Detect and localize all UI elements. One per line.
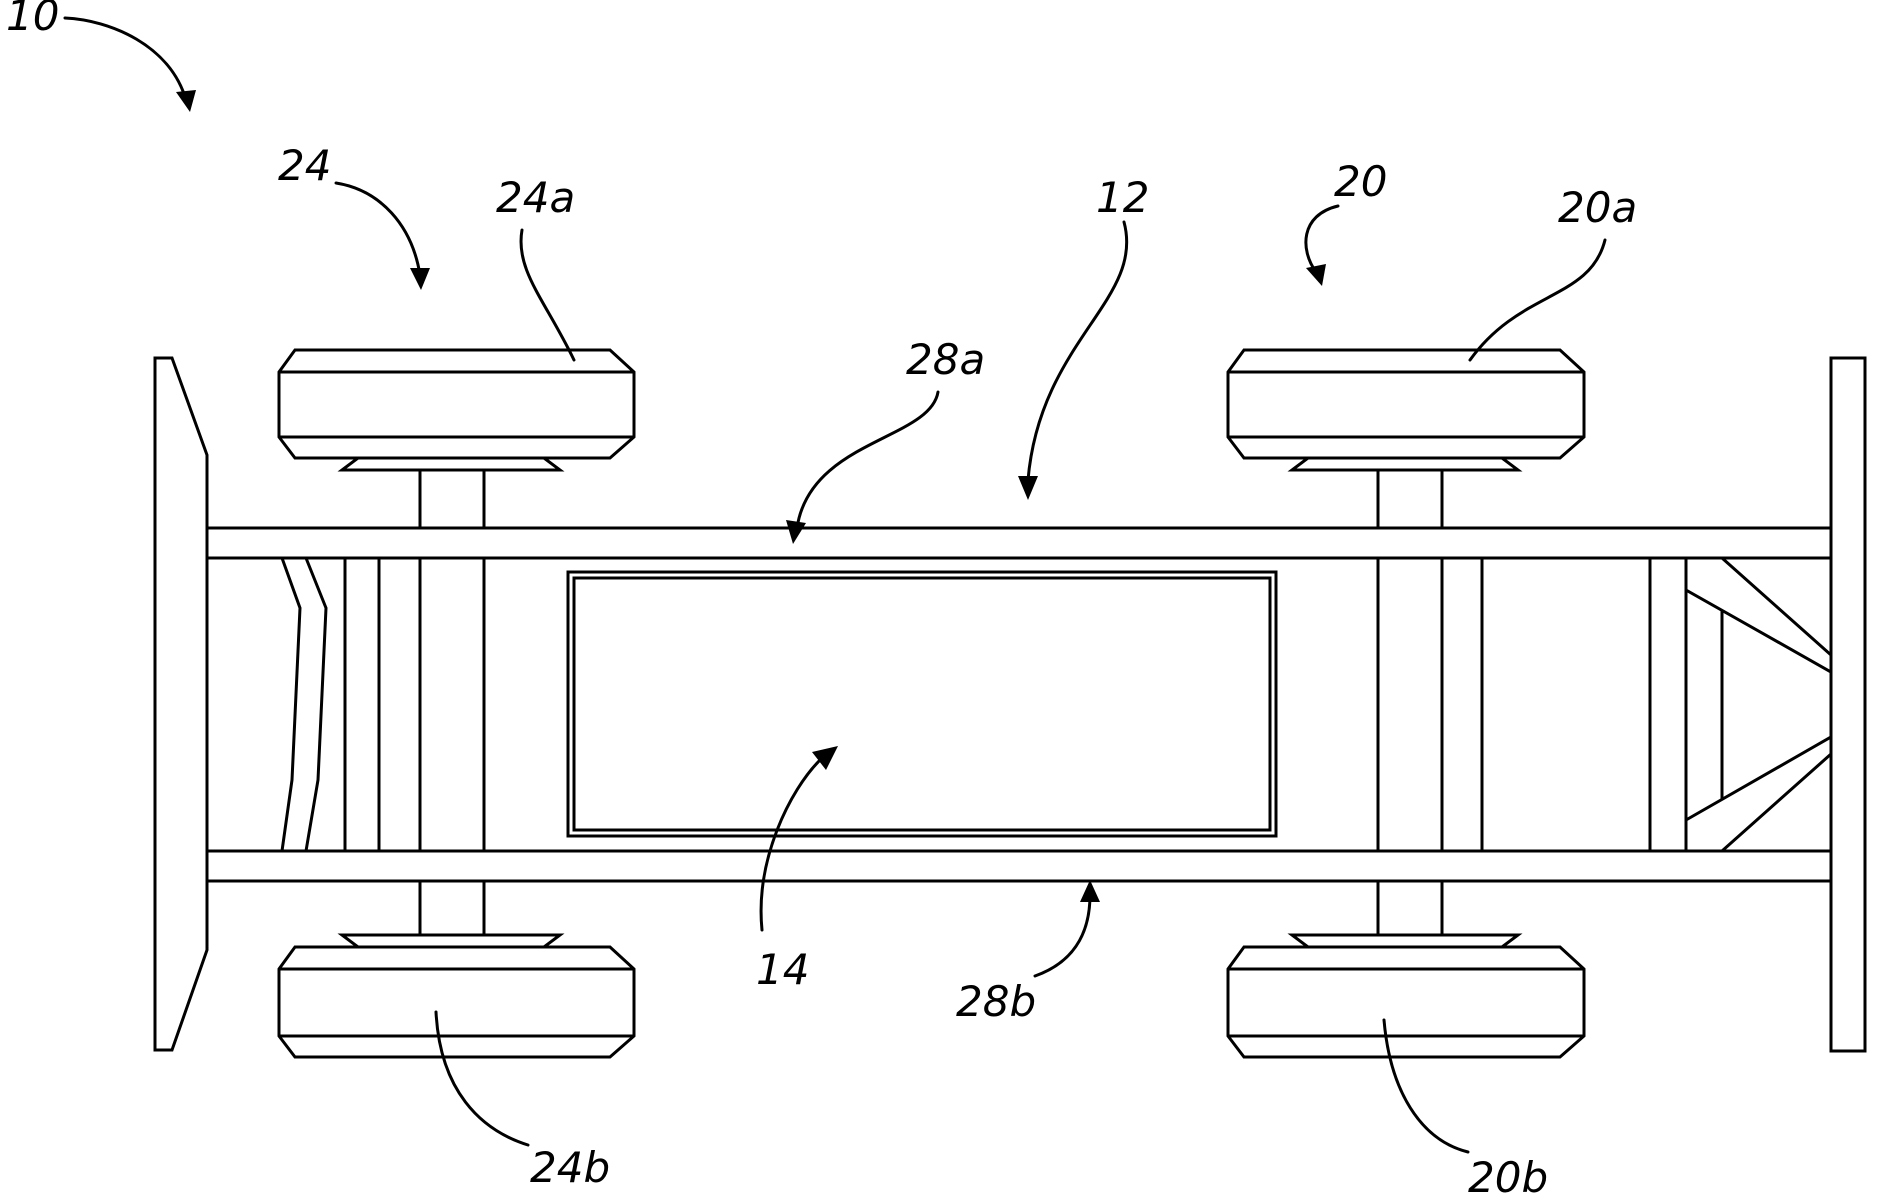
battery-pack-inner <box>574 578 1270 830</box>
leader-front-wheel-top <box>1470 240 1605 360</box>
arrowhead-rear-axle <box>410 268 430 290</box>
label-vehicle: 10 <box>6 0 59 40</box>
leader-frame <box>1028 222 1127 480</box>
arrowhead-frame <box>1018 476 1038 500</box>
rear-end-plate <box>155 358 207 1050</box>
wheel-front-bottom <box>1228 935 1584 1057</box>
wheel-rear-top <box>279 350 634 470</box>
wheel-rear-bottom <box>279 935 634 1057</box>
label-rear-wheel-bottom: 24b <box>530 1143 610 1192</box>
leader-rail-top <box>797 392 938 528</box>
rear-crossmember <box>282 558 420 851</box>
leader-front-axle <box>1306 206 1338 272</box>
arrowhead-vehicle <box>176 90 196 112</box>
frame-rail-top <box>207 528 1831 558</box>
label-front-wheel-top: 20a <box>1558 183 1637 232</box>
label-rear-axle: 24 <box>278 141 331 190</box>
label-frame: 12 <box>1096 173 1149 222</box>
frame-rail-bottom <box>207 851 1831 881</box>
arrowhead-rail-bottom <box>1080 880 1100 902</box>
leader-rail-bottom <box>1035 895 1090 976</box>
label-front-wheel-bottom: 20b <box>1468 1153 1548 1202</box>
arrowhead-front-axle <box>1306 264 1326 286</box>
front-crossmember <box>1442 558 1831 851</box>
label-rail-top: 28a <box>906 335 985 384</box>
leader-rear-axle <box>336 183 420 275</box>
label-rear-wheel-top: 24a <box>496 173 575 222</box>
label-battery: 14 <box>756 945 809 994</box>
leader-vehicle <box>65 18 186 100</box>
front-end-plate <box>1831 358 1865 1051</box>
wheel-front-top <box>1228 350 1584 470</box>
label-front-axle: 20 <box>1334 157 1387 206</box>
leader-rear-wheel-top <box>521 230 574 360</box>
label-rail-bottom: 28b <box>956 977 1036 1026</box>
